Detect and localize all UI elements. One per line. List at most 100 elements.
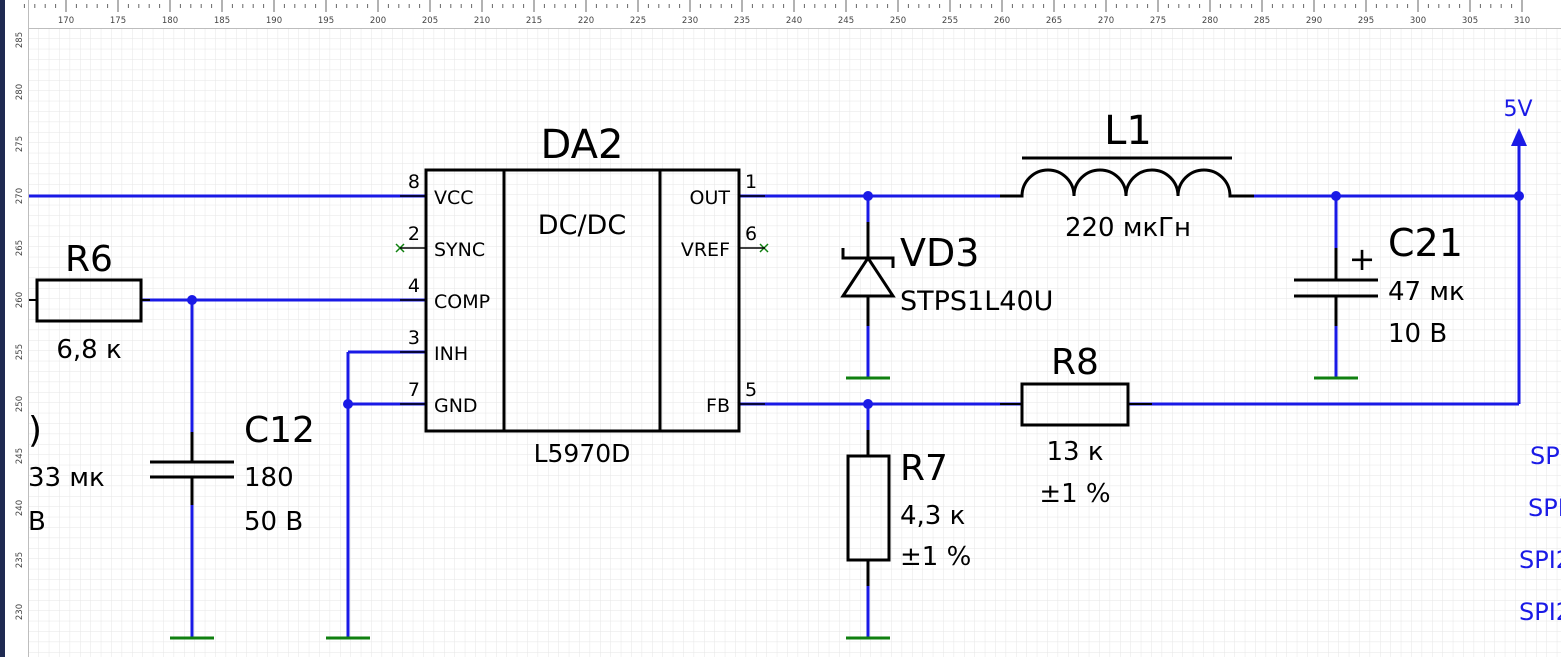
c12-component[interactable]: C12 180 50 В (150, 410, 315, 537)
ruler-tick-label: 275 (15, 136, 25, 152)
ruler-tick-label: 170 (58, 16, 74, 26)
ruler-tick-label: 210 (474, 16, 490, 26)
vd3-part: STPS1L40U (900, 286, 1053, 317)
pin-name: VCC (434, 187, 474, 209)
l1-component[interactable]: L1 220 мкГн (1000, 108, 1254, 243)
ruler-tick-label: 200 (370, 16, 386, 26)
c21-polarity: + (1349, 240, 1376, 278)
ruler-tick-label: 175 (110, 16, 126, 26)
ruler-tick-label: 230 (15, 604, 25, 620)
r7-ref: R7 (900, 448, 948, 489)
pin-number: 1 (745, 171, 757, 193)
ruler-tick-label: 260 (994, 16, 1010, 26)
c12-value: 180 (244, 463, 294, 493)
da2-part: L5970D (534, 439, 631, 468)
ruler-tick-label: 310 (1514, 16, 1530, 26)
junctions (187, 191, 1524, 409)
c21-component[interactable]: + C21 47 мк 10 В (1294, 221, 1465, 349)
pin-name: OUT (690, 187, 731, 209)
ruler-tick-label: 250 (890, 16, 906, 26)
partial-cap-rating: В (28, 507, 46, 537)
ruler-tick-label: 195 (318, 16, 334, 26)
net-label[interactable]: SPI2 (1519, 546, 1561, 574)
r6-value: 6,8 к (56, 335, 121, 365)
power-port-5v[interactable]: 5V (1503, 97, 1533, 146)
ruler-tick-label: 260 (15, 292, 25, 308)
junction-dot (1331, 191, 1341, 201)
ruler-tick-label: 235 (15, 552, 25, 568)
partial-cap-value: 33 мк (28, 463, 105, 493)
pin-name: GND (434, 395, 478, 417)
pin-number: 4 (408, 275, 420, 297)
ruler-tick-label: 270 (15, 188, 25, 204)
net-label[interactable]: SPI (1528, 494, 1561, 522)
r8-ref: R8 (1051, 342, 1099, 383)
c21-rating: 10 В (1388, 319, 1447, 349)
wires (29, 142, 1521, 638)
pin-name: FB (706, 395, 730, 417)
ruler-tick-label: 225 (630, 16, 646, 26)
pin-number: 3 (408, 327, 420, 349)
junction-dot (187, 295, 197, 305)
pin-number: 5 (745, 379, 757, 401)
pin-number: 7 (408, 379, 420, 401)
r7-component[interactable]: R7 4,3 к ±1 % (846, 430, 971, 586)
l1-ref: L1 (1104, 108, 1152, 154)
pin-number: 6 (745, 223, 757, 245)
c12-rating: 50 В (244, 507, 303, 537)
ruler-tick-label: 235 (734, 16, 750, 26)
junction-dot (863, 191, 873, 201)
net-label[interactable]: SPI2 (1519, 598, 1561, 626)
ruler-tick-label: 290 (1306, 16, 1322, 26)
pin-number: 8 (408, 171, 420, 193)
l1-value: 220 мкГн (1065, 213, 1191, 243)
partial-cap-ref: ) (28, 410, 42, 451)
ruler-tick-label: 185 (214, 16, 230, 26)
c12-ref: C12 (244, 410, 315, 451)
ruler-tick-label: 230 (682, 16, 698, 26)
ruler-tick-label: 245 (838, 16, 854, 26)
r8-component[interactable]: R8 13 к ±1 % (1000, 342, 1152, 509)
da2-component[interactable]: DA2 DC/DC L5970D 8 VCC 2 SYNC 4 COMP 3 I… (400, 122, 765, 468)
r8-tolerance: ±1 % (1039, 479, 1110, 509)
r8-value: 13 к (1046, 437, 1103, 467)
ruler-tick-label: 240 (15, 500, 25, 516)
ruler-tick-label: 265 (1046, 16, 1062, 26)
ruler-tick-label: 305 (1462, 16, 1478, 26)
da2-body-text: DC/DC (538, 210, 626, 241)
ruler-tick-label: 255 (942, 16, 958, 26)
ruler-tick-label: 205 (422, 16, 438, 26)
junction-dot (343, 399, 353, 409)
ruler-tick-label: 190 (266, 16, 282, 26)
r7-value: 4,3 к (900, 501, 965, 531)
ruler-tick-label: 270 (1098, 16, 1114, 26)
partial-capacitor-labels: ) 33 мк В (28, 410, 105, 537)
ruler-tick-label: 220 (578, 16, 594, 26)
net-label[interactable]: SPI (1530, 442, 1561, 470)
ruler-tick-label: 250 (15, 396, 25, 412)
c21-value: 47 мк (1388, 277, 1465, 307)
top-ruler[interactable] (0, 0, 1561, 29)
pin-name: SYNC (434, 239, 485, 261)
da2-ref: DA2 (541, 122, 624, 168)
vd3-ref: VD3 (900, 231, 979, 275)
ruler-tick-label: 255 (15, 344, 25, 360)
r7-tolerance: ±1 % (900, 542, 971, 572)
power-arrow-icon (1511, 128, 1527, 146)
junction-dot (863, 399, 873, 409)
right-net-labels: SPI SPI SPI2 SPI2 (1519, 442, 1561, 626)
vd3-component[interactable]: VD3 STPS1L40U (840, 222, 1053, 326)
ruler-tick-label: 280 (15, 84, 25, 100)
pin-number: 2 (408, 223, 420, 245)
ruler-tick-label: 215 (526, 16, 542, 26)
pin-name: VREF (681, 239, 730, 261)
ground-symbols (170, 376, 1358, 640)
r6-component[interactable]: R6 6,8 к (29, 239, 150, 365)
ruler-tick-label: 275 (1150, 16, 1166, 26)
r6-ref: R6 (65, 239, 113, 280)
ruler-tick-label: 245 (15, 448, 25, 464)
ruler-tick-label: 240 (786, 16, 802, 26)
